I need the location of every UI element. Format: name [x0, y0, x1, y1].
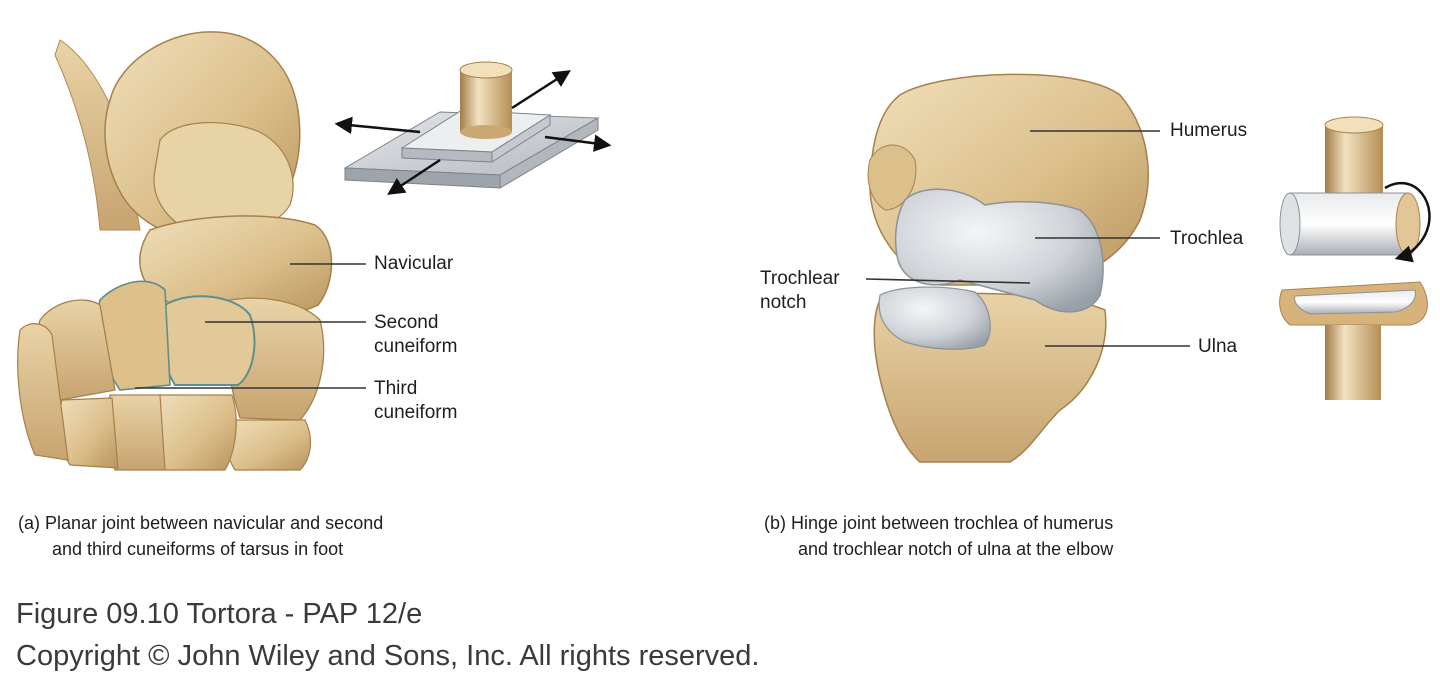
label-trochlear-notch: Trochlear notch	[760, 268, 840, 313]
hinge-lower-post	[1325, 325, 1381, 400]
caption-b-line2: and trochlear notch of ulna at the elbow	[798, 539, 1114, 559]
second-cuneiform-shape	[158, 295, 256, 386]
caption-b-line1: (b) Hinge joint between trochlea of hume…	[764, 513, 1114, 533]
caption-panel-a: (a) Planar joint between navicular and s…	[18, 510, 383, 562]
label-second-cuneiform: Second cuneiform	[374, 312, 458, 357]
arrow-left	[334, 116, 421, 135]
label-third-cuneiform: Third cuneiform	[374, 378, 458, 423]
metatarsal-1-shape	[226, 419, 312, 471]
elbow-bones	[867, 73, 1149, 463]
panel-a-leaders	[135, 263, 366, 389]
leader-trochlear-notch	[865, 278, 1031, 284]
arrow-down-left	[387, 158, 441, 195]
metatarsal-5-shape	[17, 323, 69, 461]
caption-a-line1: (a) Planar joint between navicular and s…	[18, 513, 384, 533]
label-trochlea: Trochlea	[1170, 228, 1244, 249]
metatarsal-2-shape	[156, 394, 237, 471]
caption-panel-b: (b) Hinge joint between trochlea of hume…	[764, 510, 1113, 562]
trochlear-notch-shape	[878, 286, 991, 350]
caption-a-line2: and third cuneiforms of tarsus in foot	[52, 539, 344, 559]
talus-head-shape	[153, 122, 294, 236]
label-humerus: Humerus	[1170, 120, 1248, 141]
hinge-joint-model	[1279, 116, 1431, 400]
hinge-cylinder	[1289, 192, 1409, 256]
lower-plate-end	[499, 117, 599, 189]
rotation-arrow	[1384, 181, 1431, 263]
hinge-trough-groove	[1294, 289, 1416, 315]
copyright-notice: Copyright © John Wiley and Sons, Inc. Al…	[16, 640, 760, 672]
upper-plate-end	[491, 114, 551, 163]
label-navicular: Navicular	[374, 253, 454, 274]
planar-post-top	[459, 61, 513, 79]
planar-post	[460, 70, 512, 132]
arrow-right	[544, 134, 612, 152]
planar-joint-model	[334, 61, 612, 195]
label-ulna: Ulna	[1198, 336, 1238, 357]
arrow-up-right	[511, 70, 571, 110]
hinge-cylinder-left	[1279, 192, 1301, 256]
hinge-upper-post-top	[1324, 116, 1384, 134]
foot-bones	[17, 31, 333, 471]
planar-post-bottom	[460, 125, 512, 139]
humerus-epicondyle	[867, 144, 917, 211]
hinge-upper-post	[1325, 125, 1383, 205]
panel-b-leaders	[865, 130, 1190, 347]
figure-credit: Figure 09.10 Tortora - PAP 12/e	[16, 598, 423, 630]
